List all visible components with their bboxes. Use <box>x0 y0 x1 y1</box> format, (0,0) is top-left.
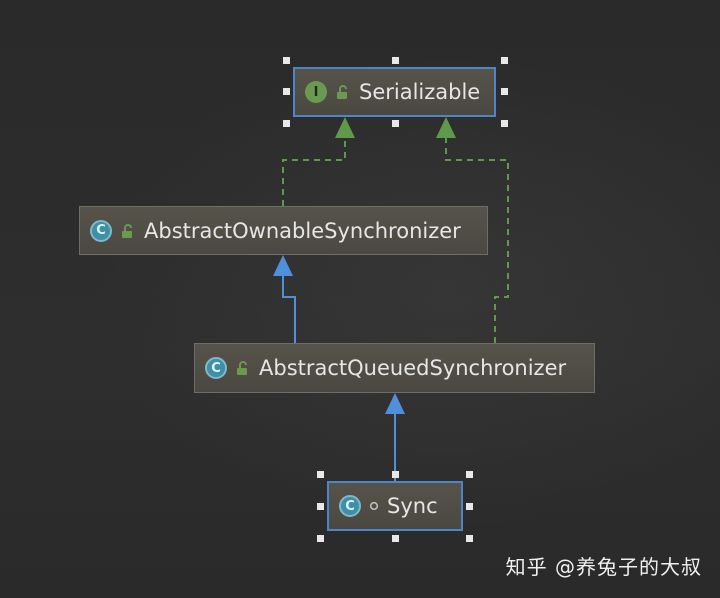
interface-icon: I <box>305 81 327 103</box>
package-private-icon <box>369 501 379 511</box>
resize-handle[interactable] <box>501 57 508 64</box>
extends-edge-aqs <box>282 276 296 343</box>
extends-arrowhead-sync <box>385 393 405 414</box>
node-serializable[interactable]: I Serializable <box>293 67 496 117</box>
resize-handle[interactable] <box>317 535 324 542</box>
resize-handle[interactable] <box>317 503 324 510</box>
resize-handle[interactable] <box>283 120 290 127</box>
public-lock-icon <box>237 361 247 375</box>
resize-handle[interactable] <box>392 57 399 64</box>
abstract-class-icon: C <box>205 357 227 379</box>
resize-handle[interactable] <box>392 120 399 127</box>
resize-handle[interactable] <box>466 535 473 542</box>
watermark: 知乎 @养兔子的大叔 <box>505 555 702 579</box>
resize-handle[interactable] <box>466 471 473 478</box>
resize-handle[interactable] <box>392 535 399 542</box>
node-abstract-queued-synchronizer[interactable]: C AbstractQueuedSynchronizer <box>194 343 595 393</box>
resize-handle[interactable] <box>317 471 324 478</box>
public-lock-icon <box>122 223 132 238</box>
resize-handle[interactable] <box>466 503 473 510</box>
class-icon: C <box>339 495 361 517</box>
node-abstract-ownable-synchronizer[interactable]: C AbstractOwnableSynchronizer <box>79 206 488 255</box>
resize-handle[interactable] <box>392 471 399 478</box>
public-lock-icon <box>337 85 347 99</box>
resize-handle[interactable] <box>501 120 508 127</box>
node-label: Serializable <box>359 80 481 104</box>
implements-arrowhead-aos <box>335 117 355 138</box>
node-sync[interactable]: C Sync <box>327 481 463 531</box>
resize-handle[interactable] <box>283 57 290 64</box>
abstract-class-icon: C <box>90 219 112 242</box>
extends-arrowhead-aqs <box>273 255 293 276</box>
implements-arrowhead-aqs <box>436 117 456 138</box>
implements-edge-aos <box>282 138 346 206</box>
resize-handle[interactable] <box>501 88 508 95</box>
implements-edge-aqs <box>445 138 509 343</box>
node-label: AbstractQueuedSynchronizer <box>259 356 567 380</box>
node-label: AbstractOwnableSynchronizer <box>144 218 461 243</box>
resize-handle[interactable] <box>283 88 290 95</box>
node-label: Sync <box>387 494 438 518</box>
